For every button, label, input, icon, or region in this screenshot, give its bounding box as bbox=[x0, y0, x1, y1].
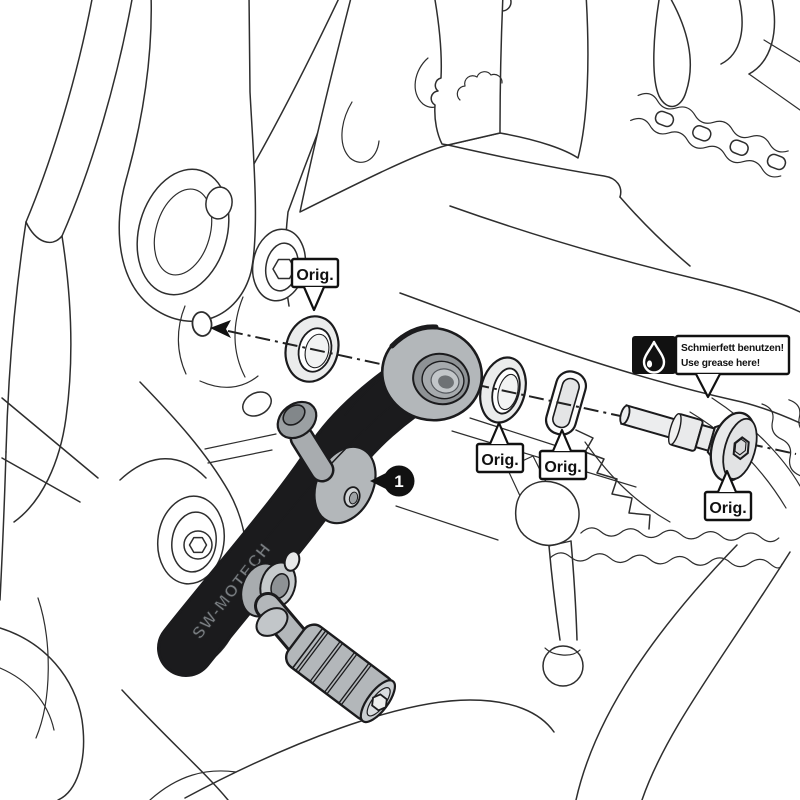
badge-number: 1 bbox=[394, 472, 403, 491]
peg-hex-socket bbox=[371, 693, 388, 712]
grease-callout: Schmierfett benutzen! Use grease here! bbox=[632, 334, 791, 399]
grease-text-line2: Use grease here! bbox=[681, 358, 760, 369]
frame-boss-hex bbox=[188, 536, 208, 554]
orig-label-3-text: Orig. bbox=[709, 500, 746, 517]
part-badge: 1 bbox=[370, 465, 415, 497]
rear-wheel-arcs bbox=[575, 544, 791, 800]
orig-label-0-text: Orig. bbox=[296, 267, 333, 284]
orig-label-2-text: Orig. bbox=[544, 459, 581, 476]
footpeg-bracket bbox=[299, 0, 589, 213]
frame-bolt-hex bbox=[272, 258, 296, 280]
grease-icon-box bbox=[632, 336, 676, 374]
chain-upper bbox=[630, 92, 789, 178]
pivot-ball bbox=[255, 607, 289, 637]
orig-label-3: Orig. bbox=[703, 469, 753, 522]
toe-peg bbox=[254, 592, 396, 724]
chain-lower bbox=[549, 527, 783, 569]
shift-lever-part: SW-MOTECH bbox=[157, 324, 484, 724]
shift-knob bbox=[276, 400, 335, 483]
orig-label-2: Orig. bbox=[538, 428, 588, 481]
orig-label-0: Orig. bbox=[290, 257, 340, 312]
swingarm-pivot-arm bbox=[430, 0, 504, 146]
lever-eye bbox=[380, 324, 484, 422]
grease-drop-icon bbox=[642, 340, 666, 374]
grease-callout-tail bbox=[695, 373, 721, 399]
orig-label-1-text: Orig. bbox=[481, 452, 518, 469]
shock-fender-curves bbox=[653, 0, 800, 111]
mounting-hole bbox=[191, 311, 213, 337]
grease-text-box bbox=[674, 334, 791, 376]
lever-drilling bbox=[343, 486, 361, 508]
orig-label-1: Orig. bbox=[475, 421, 525, 474]
side-stand bbox=[506, 455, 584, 687]
stand-foot bbox=[542, 645, 584, 687]
spacer-oblong bbox=[544, 370, 588, 436]
grease-text-line1: Schmierfett benutzen! bbox=[681, 343, 784, 354]
arrow-icon bbox=[210, 320, 231, 338]
